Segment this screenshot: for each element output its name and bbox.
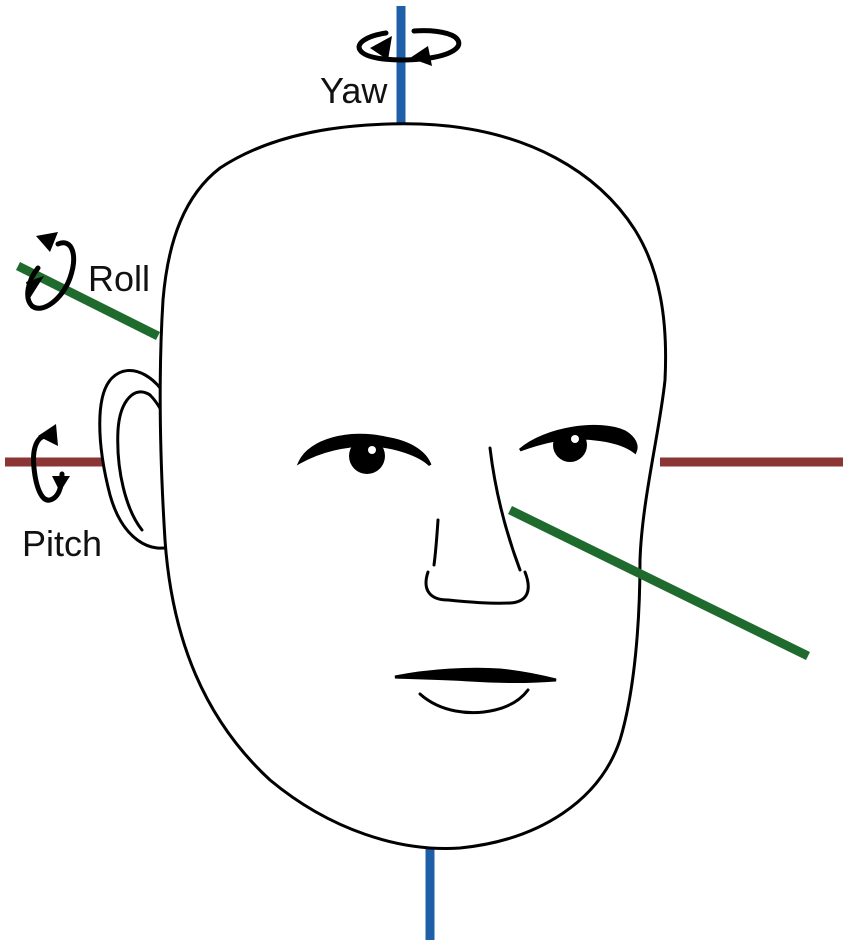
- left-eye: [349, 438, 385, 474]
- yaw-rotation-arrow-icon: [356, 28, 462, 66]
- roll-label: Roll: [88, 258, 150, 299]
- pitch-rotation-arrow-icon: [31, 424, 70, 503]
- right-eye: [553, 428, 587, 462]
- nose-bridge: [488, 446, 522, 572]
- left-eyebrow: [296, 433, 432, 467]
- head-outline: [158, 122, 668, 850]
- left-eye-highlight: [368, 446, 376, 454]
- yaw-label: Yaw: [320, 70, 388, 111]
- ear-inner-curve: [116, 390, 152, 532]
- right-eye-highlight: [571, 435, 579, 443]
- roll-rotation-arrow-icon: [25, 232, 76, 311]
- nose-side: [432, 518, 440, 567]
- nose-tip: [424, 570, 530, 605]
- mouth-line: [394, 667, 557, 683]
- lower-lip: [418, 688, 530, 715]
- roll-axis-right: [508, 505, 810, 661]
- pitch-label: Pitch: [22, 523, 102, 564]
- right-eyebrow: [519, 425, 638, 455]
